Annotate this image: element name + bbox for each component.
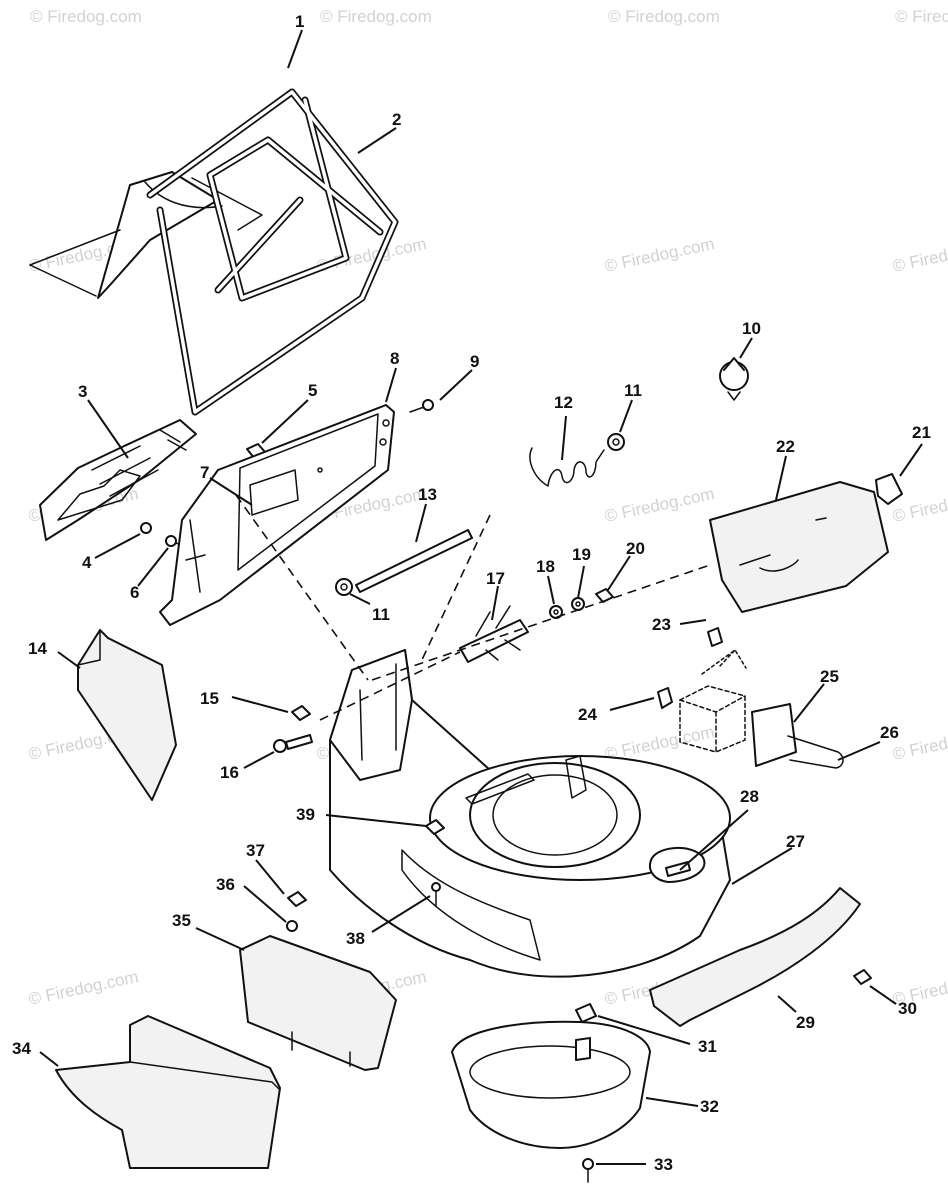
callout-13: 13 [418, 485, 437, 504]
part-end-cap [875, 473, 903, 505]
callout-15: 15 [200, 689, 219, 708]
callout-16: 16 [220, 763, 239, 782]
svg-text:© Firedog.com: © Firedog.com [608, 7, 720, 26]
watermark: © Firedog.com [30, 7, 142, 26]
callout-11a: 11 [624, 381, 642, 400]
callout-34: 34 [12, 1039, 31, 1058]
callout-8: 8 [390, 349, 399, 368]
part-clip-31 [575, 1003, 597, 1023]
part-nut-30 [853, 969, 872, 985]
part-nut-20 [595, 588, 614, 603]
callout-38: 38 [346, 929, 365, 948]
callout-12: 12 [554, 393, 573, 412]
callout-3: 3 [78, 382, 87, 401]
part-height-adjuster [459, 605, 529, 663]
callout-9: 9 [470, 352, 479, 371]
callout-11b: 11 [372, 605, 390, 624]
callout-23: 23 [652, 615, 671, 634]
part-washer-36 [286, 920, 298, 932]
watermark: © Firedog.com [891, 234, 948, 276]
part-washer-18 [549, 605, 563, 619]
callout-17: 17 [486, 569, 505, 588]
watermark: © Firedog.com [608, 7, 720, 26]
part-nut-15 [291, 705, 311, 721]
part-discharge-chute [55, 1015, 281, 1169]
callout-39: 39 [296, 805, 315, 824]
svg-text:© Firedog.com: © Firedog.com [891, 234, 948, 276]
callout-14: 14 [28, 639, 47, 658]
assembly-lines [235, 494, 711, 721]
callout-21: 21 [912, 423, 931, 442]
part-screw-33 [582, 1158, 594, 1183]
svg-text:© Firedog.com: © Firedog.com [891, 722, 948, 764]
part-nut-37 [287, 891, 307, 907]
part-mower-deck [329, 649, 731, 978]
part-connector-24 [657, 687, 673, 709]
svg-text:© Firedog.com: © Firedog.com [603, 484, 716, 526]
callout-6: 6 [130, 583, 139, 602]
watermark: © Firedog.com [603, 484, 716, 526]
callout-33: 33 [654, 1155, 673, 1174]
callout-10: 10 [742, 319, 761, 338]
watermark: © Firedog.com [603, 234, 716, 276]
part-washer-11a [607, 433, 625, 451]
watermark: © Firedog.com [27, 967, 140, 1009]
watermark: © Firedog.com [320, 7, 432, 26]
callout-18: 18 [536, 557, 555, 576]
part-discharge-door [239, 935, 397, 1071]
part-clip-10 [719, 357, 749, 401]
part-baffle-bowl [451, 1020, 651, 1149]
callout-20: 20 [626, 539, 645, 558]
part-clip-23 [707, 627, 723, 647]
part-rod [355, 529, 473, 593]
svg-text:© Firedog.com: © Firedog.com [30, 7, 142, 26]
part-washer-19 [571, 597, 585, 611]
part-battery [679, 649, 747, 753]
part-spring [529, 447, 605, 487]
svg-text:© Firedog.com: © Firedog.com [895, 7, 948, 26]
callout-2: 2 [392, 110, 401, 129]
callout-32: 32 [700, 1097, 719, 1116]
part-nut-39 [425, 819, 445, 835]
part-handle-plate [159, 404, 395, 626]
part-battery-cover [751, 703, 797, 767]
watermark: © Firedog.com [895, 7, 948, 26]
callout-31: 31 [698, 1037, 717, 1056]
svg-text:© Firedog.com: © Firedog.com [27, 967, 140, 1009]
part-bolt-16 [273, 734, 313, 753]
part-deck-adapter [649, 847, 706, 883]
part-bolt-38 [431, 882, 441, 907]
part-rear-cover [709, 481, 889, 613]
svg-text:© Firedog.com: © Firedog.com [320, 7, 432, 26]
part-rear-skirt [649, 887, 861, 1027]
part-side-shield [77, 629, 177, 801]
callout-29: 29 [796, 1013, 815, 1032]
part-handle-bracket [39, 419, 197, 541]
callout-4: 4 [82, 553, 92, 572]
callout-22: 22 [776, 437, 795, 456]
callout-24: 24 [578, 705, 597, 724]
callout-19: 19 [572, 545, 591, 564]
callout-36: 36 [216, 875, 235, 894]
watermark: © Firedog.com [891, 722, 948, 764]
callout-25: 25 [820, 667, 839, 686]
part-screw-4 [140, 522, 152, 534]
callout-28: 28 [740, 787, 759, 806]
callout-35: 35 [172, 911, 191, 930]
callout-27: 27 [786, 832, 805, 851]
part-handle-frame [146, 88, 399, 416]
callout-5: 5 [308, 381, 317, 400]
callout-numbers: 1 2 3 4 5 6 7 8 9 10 11 12 13 11 14 15 1… [12, 12, 931, 1174]
callout-30: 30 [898, 999, 917, 1018]
callout-1: 1 [295, 12, 304, 31]
callout-37: 37 [246, 841, 265, 860]
callout-leaders [39, 29, 923, 1165]
svg-text:© Firedog.com: © Firedog.com [603, 234, 716, 276]
part-u-bolt [787, 735, 844, 769]
callout-7: 7 [200, 463, 209, 482]
callout-26: 26 [880, 723, 899, 742]
part-bolt-9 [409, 399, 434, 413]
part-washer-11b [335, 578, 353, 596]
